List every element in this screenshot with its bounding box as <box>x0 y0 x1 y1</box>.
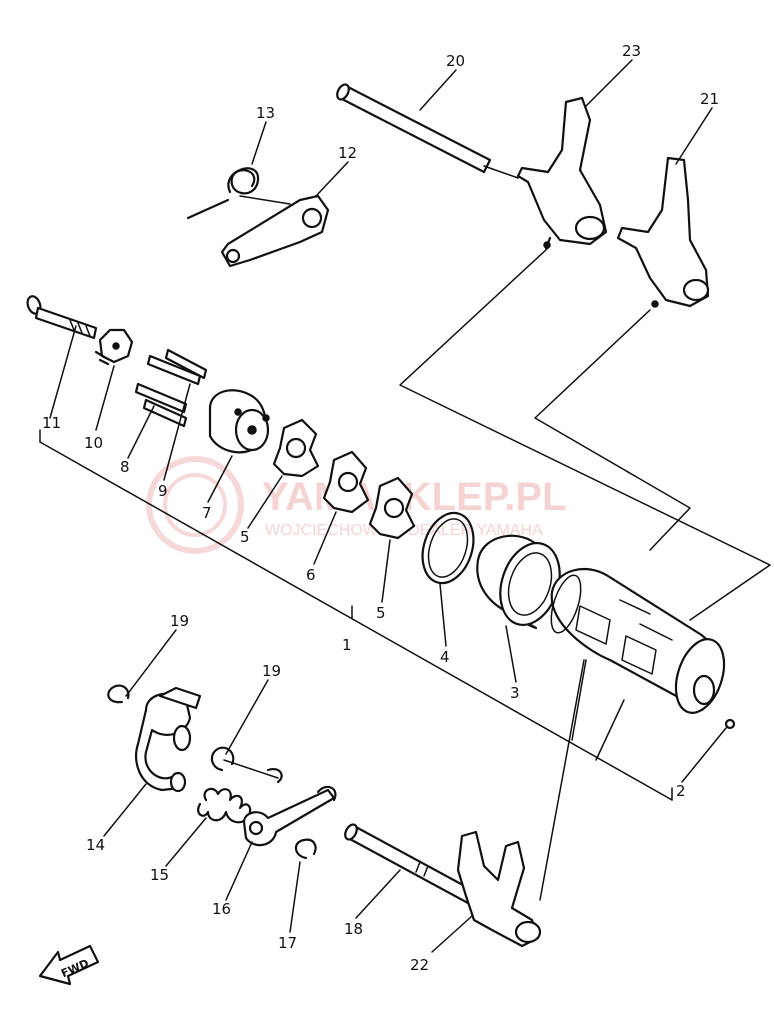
assembly-outline-2 <box>534 309 691 551</box>
callout-11: 11 <box>42 414 61 432</box>
part-19b-circlip <box>210 746 279 779</box>
part-17-circlip <box>294 838 317 860</box>
part-21-shift-fork <box>616 156 710 308</box>
callout-16: 16 <box>212 900 231 918</box>
part-14-shift-arm <box>134 686 202 793</box>
callout-9: 9 <box>158 482 168 500</box>
part-20-shaft <box>336 83 519 179</box>
watermark-logo <box>146 456 244 554</box>
callout-18: 18 <box>344 920 363 938</box>
assembly-bracket <box>39 247 771 801</box>
part-9-pins <box>146 348 208 386</box>
callout-3: 3 <box>510 684 520 702</box>
leader-lines <box>49 59 727 953</box>
fwd-arrow: FWD <box>38 944 100 986</box>
part-12-lever <box>220 194 330 268</box>
part-2-shift-drum <box>550 567 736 730</box>
callout-5b: 5 <box>376 604 386 622</box>
assembly-outline <box>399 247 771 621</box>
callout-10: 10 <box>84 434 103 452</box>
part-5a-plate <box>272 418 320 478</box>
watermark: YAMASKLEP.PL WOJCIECHOWSKI DEALER YAMAHA <box>146 456 567 554</box>
callout-20: 20 <box>446 52 465 70</box>
callout-21: 21 <box>700 90 719 108</box>
callout-23: 23 <box>622 42 641 60</box>
callout-19b: 19 <box>262 662 281 680</box>
watermark-title: YAMASKLEP.PL <box>262 475 567 519</box>
callout-7: 7 <box>202 504 212 522</box>
callout-17: 17 <box>278 934 297 952</box>
part-16-lever <box>242 768 337 847</box>
part-22-shift-fork <box>456 830 542 948</box>
callout-4: 4 <box>440 648 450 666</box>
part-23-shift-fork <box>516 96 608 250</box>
callout-14: 14 <box>86 836 105 854</box>
part-5b-plate <box>368 476 416 540</box>
part-6-plate <box>322 450 370 514</box>
callout-22: 22 <box>410 956 429 974</box>
callout-15: 15 <box>150 866 169 884</box>
part-10-segment <box>94 328 134 366</box>
watermark-logo-inner <box>163 473 227 537</box>
callout-2: 2 <box>676 782 686 800</box>
part-11-bolt <box>26 295 98 340</box>
callout-8: 8 <box>120 458 130 476</box>
part-3-bearing <box>476 534 561 630</box>
callouts: 20 23 21 13 12 11 10 8 9 7 5 6 5 1 4 3 2… <box>42 42 719 974</box>
part-19a-circlip <box>107 684 130 704</box>
callout-13: 13 <box>256 104 275 122</box>
callout-19a: 19 <box>170 612 189 630</box>
bracket-main-line <box>39 441 673 801</box>
callout-12: 12 <box>338 144 357 162</box>
callout-5a: 5 <box>240 528 250 546</box>
callout-1: 1 <box>342 636 352 654</box>
part-4-circlip <box>421 511 475 585</box>
part-15-spring <box>197 787 252 824</box>
part-7-cam <box>208 389 270 454</box>
callout-6: 6 <box>306 566 316 584</box>
part-8-pins <box>134 382 188 428</box>
part-13-spring <box>186 167 291 220</box>
